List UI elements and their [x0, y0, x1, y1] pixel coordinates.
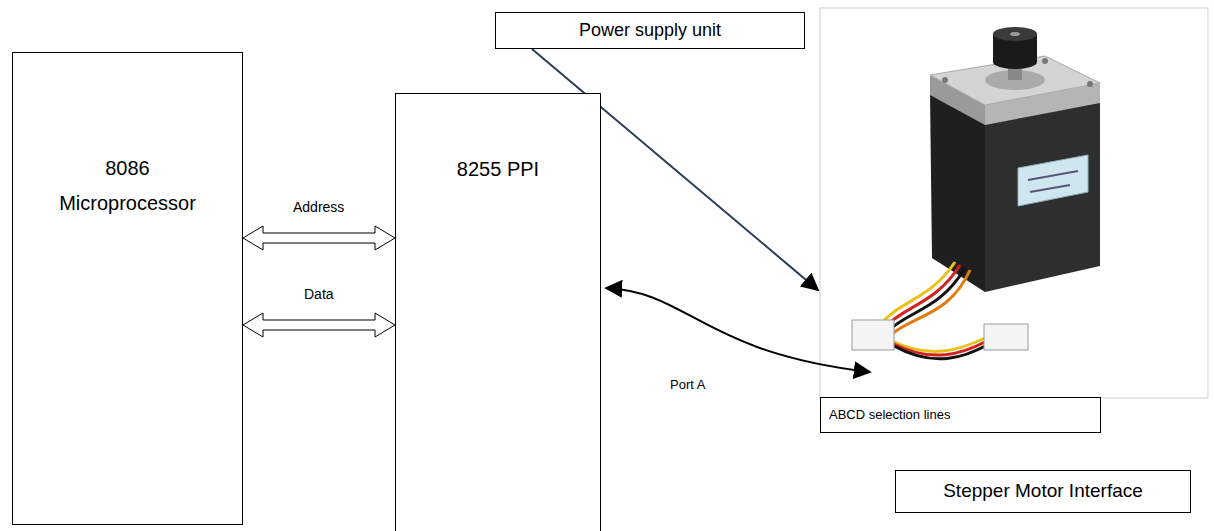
motor-wires [880, 262, 989, 359]
selection-lines-box: ABCD selection lines [820, 397, 1101, 433]
ppi-box: 8255 PPI [395, 93, 601, 531]
motor-body [930, 56, 1100, 292]
bus-label: Data [302, 286, 336, 303]
interface-title-box: Stepper Motor Interface [895, 470, 1191, 513]
box-text: ABCD selection lines [829, 407, 950, 423]
box-text: Power supply unit [579, 20, 721, 42]
microprocessor-box: 8086 Microprocessor [12, 52, 243, 525]
box-text: Stepper Motor Interface [943, 480, 1143, 503]
bus-label: Address [291, 199, 346, 216]
wire-connector [852, 320, 1028, 350]
port-label: Port A [668, 377, 707, 393]
motor-pulley [985, 27, 1045, 90]
box-text: 8255 PPI [453, 152, 543, 187]
bus-arrow [243, 226, 395, 250]
power-supply-box: Power supply unit [495, 12, 805, 49]
photo-frame [820, 8, 1208, 398]
port-a-wire [606, 288, 870, 372]
box-text: 8086 Microprocessor [53, 151, 203, 221]
bus-arrow [243, 313, 395, 337]
